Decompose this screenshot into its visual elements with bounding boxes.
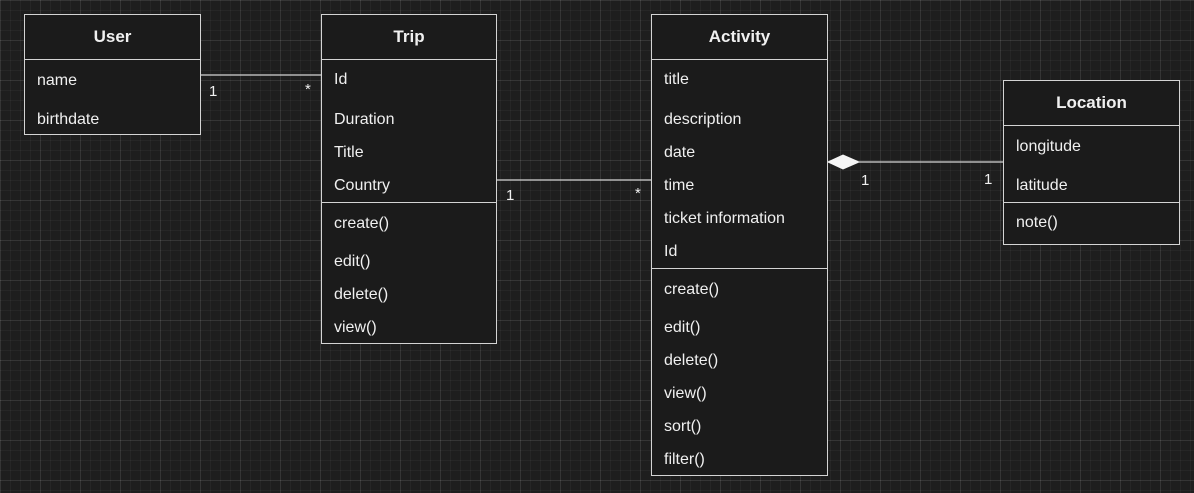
attribute-duration: Duration bbox=[334, 111, 395, 128]
attribute-time: time bbox=[664, 177, 695, 194]
multiplicity-activity-location-to: 1 bbox=[984, 171, 993, 188]
method-delete: delete() bbox=[664, 352, 719, 369]
multiplicity-trip-activity-to: * bbox=[635, 185, 641, 202]
attribute-title: Title bbox=[334, 144, 364, 161]
class-trip[interactable]: Trip Id Duration Title Country create() … bbox=[321, 14, 497, 344]
method-view: view() bbox=[334, 319, 377, 336]
multiplicity-user-trip-from: 1 bbox=[209, 83, 218, 100]
class-location[interactable]: Location longitude latitude note() bbox=[1003, 80, 1180, 245]
class-location-methods: note() bbox=[1004, 202, 1179, 246]
class-user[interactable]: User name birthdate bbox=[24, 14, 201, 135]
class-activity-methods: create() edit() delete() view() sort() f… bbox=[652, 268, 827, 477]
class-trip-attributes: Id Duration Title Country bbox=[322, 60, 496, 202]
method-filter: filter() bbox=[664, 451, 705, 468]
multiplicity-activity-location-from: 1 bbox=[861, 172, 870, 189]
class-trip-methods: create() edit() delete() view() bbox=[322, 202, 496, 345]
class-activity-title: Activity bbox=[652, 15, 827, 60]
multiplicity-trip-activity-from: 1 bbox=[506, 187, 515, 204]
attribute-country: Country bbox=[334, 177, 391, 194]
method-delete: delete() bbox=[334, 286, 389, 303]
method-edit: edit() bbox=[664, 319, 701, 336]
attribute-birthdate: birthdate bbox=[37, 111, 100, 128]
class-location-attributes: longitude latitude bbox=[1004, 126, 1179, 202]
composition-diamond-icon bbox=[826, 154, 861, 170]
method-edit: edit() bbox=[334, 253, 371, 270]
attribute-title: title bbox=[664, 71, 689, 88]
method-create: create() bbox=[664, 281, 720, 298]
class-activity[interactable]: Activity title description date time tic… bbox=[651, 14, 828, 476]
attribute-latitude: latitude bbox=[1016, 177, 1068, 194]
class-user-title: User bbox=[25, 15, 200, 60]
method-view: view() bbox=[664, 385, 707, 402]
class-activity-attributes: title description date time ticket infor… bbox=[652, 60, 827, 268]
attribute-longitude: longitude bbox=[1016, 138, 1081, 155]
attribute-id: Id bbox=[334, 71, 348, 88]
class-user-attributes: name birthdate bbox=[25, 60, 200, 136]
attribute-description: description bbox=[664, 111, 742, 128]
attribute-id: Id bbox=[664, 243, 678, 260]
attribute-ticket-information: ticket information bbox=[664, 210, 785, 227]
multiplicity-user-trip-to: * bbox=[305, 81, 311, 98]
attribute-date: date bbox=[664, 144, 696, 161]
method-sort: sort() bbox=[664, 418, 702, 435]
class-trip-title: Trip bbox=[322, 15, 496, 60]
attribute-name: name bbox=[37, 72, 78, 89]
class-location-title: Location bbox=[1004, 81, 1179, 126]
method-create: create() bbox=[334, 215, 390, 232]
method-note: note() bbox=[1016, 214, 1058, 231]
